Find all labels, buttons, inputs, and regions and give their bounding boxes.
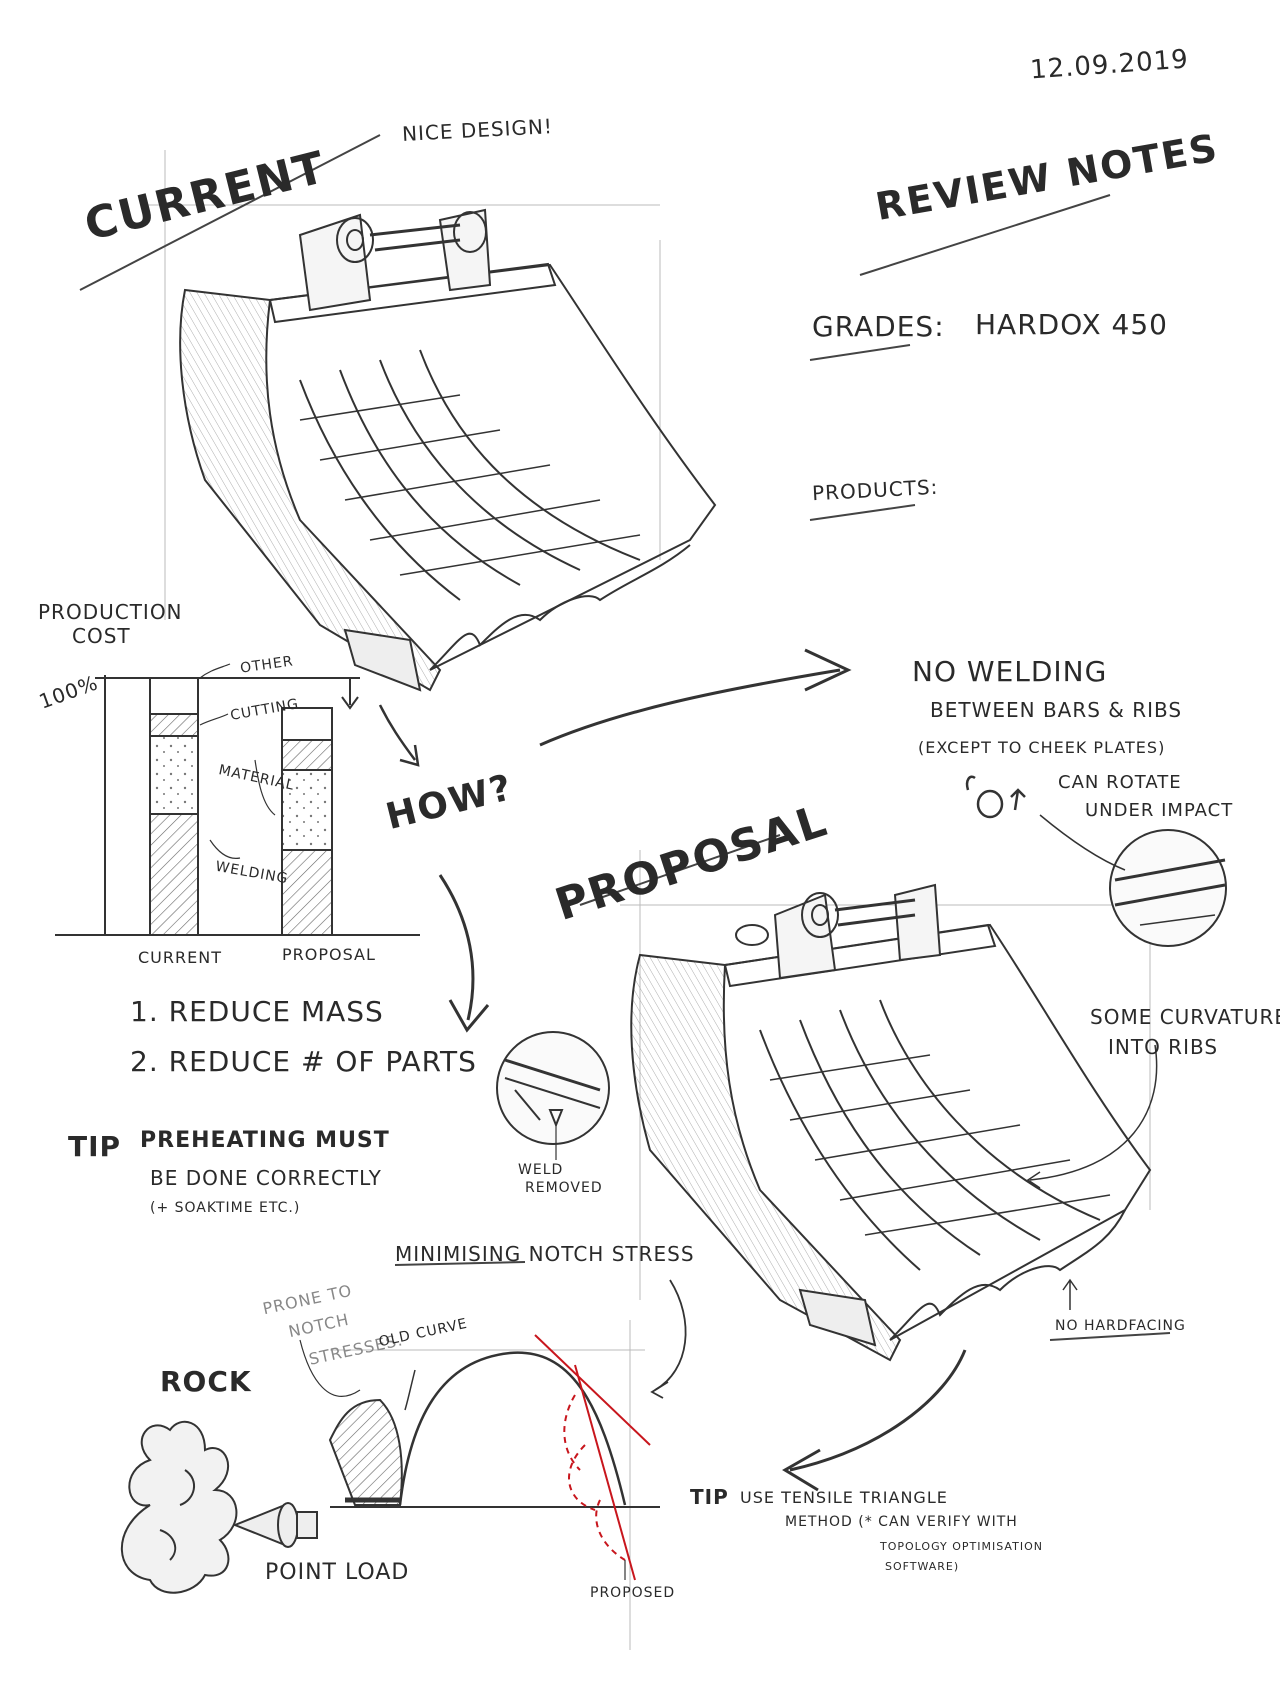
weld-removed-line1: WELD bbox=[518, 1162, 564, 1178]
point-load-sketch bbox=[232, 1502, 318, 1548]
tip2-line1: USE TENSILE TRIANGLE bbox=[740, 1488, 948, 1507]
how-arrows bbox=[378, 648, 967, 1492]
hardfacing-arrow bbox=[1062, 1278, 1078, 1310]
curvature-leader bbox=[1029, 1044, 1158, 1181]
chart-title-line1: PRODUCTION bbox=[38, 600, 183, 624]
welding-note-line3: (EXCEPT TO CHEEK PLATES) bbox=[918, 738, 1166, 757]
chart-title-line2: COST bbox=[72, 624, 131, 648]
tip-label-2: TIP bbox=[690, 1485, 729, 1509]
weld-detail-circle bbox=[496, 1031, 610, 1160]
rotate-note-line2: UNDER IMPACT bbox=[1085, 800, 1234, 821]
chart-category-proposal: PROPOSAL bbox=[282, 945, 376, 964]
current-bucket-sketch bbox=[140, 150, 717, 692]
no-hardfacing-note: NO HARDFACING bbox=[1055, 1318, 1186, 1334]
heading-underlines bbox=[79, 134, 1171, 1341]
curvature-note-line2: INTO RIBS bbox=[1108, 1035, 1219, 1059]
tip1-line2: BE DONE CORRECTLY bbox=[150, 1166, 382, 1190]
grades-value: HARDOX 450 bbox=[975, 308, 1168, 341]
goal-reduce-parts: 2. REDUCE # OF PARTS bbox=[130, 1045, 477, 1078]
grades-label: GRADES: bbox=[812, 310, 945, 343]
rotate-symbol bbox=[965, 775, 1026, 819]
tip2-line2: METHOD (* CAN VERIFY WITH bbox=[785, 1514, 1018, 1530]
tip2-line3: TOPOLOGY OPTIMISATION bbox=[880, 1540, 1043, 1553]
notch-arrow bbox=[654, 1279, 687, 1391]
rotate-detail-circle bbox=[1039, 814, 1227, 947]
rock-sketch bbox=[120, 1420, 238, 1594]
goal-reduce-mass: 1. REDUCE MASS bbox=[130, 995, 384, 1028]
tip1-line3: (+ SOAKTIME ETC.) bbox=[150, 1200, 301, 1216]
tip1-line1: PREHEATING MUST bbox=[140, 1128, 390, 1153]
point-load-label: POINT LOAD bbox=[265, 1560, 410, 1585]
production-cost-chart bbox=[55, 663, 420, 936]
weld-removed-line2: REMOVED bbox=[525, 1180, 603, 1196]
welding-note-line1: NO WELDING bbox=[912, 655, 1108, 688]
rock-label: ROCK bbox=[160, 1365, 252, 1398]
chart-category-current: CURRENT bbox=[138, 948, 222, 967]
tip-label-1: TIP bbox=[68, 1130, 122, 1163]
proposal-bucket-sketch bbox=[620, 850, 1152, 1362]
welding-note-line2: BETWEEN BARS & RIBS bbox=[930, 698, 1183, 722]
tensile-triangle-lines bbox=[534, 1334, 651, 1581]
proposed-label: PROPOSED bbox=[590, 1585, 676, 1601]
rotate-note-line1: CAN ROTATE bbox=[1058, 772, 1182, 793]
notch-title: MINIMISING NOTCH STRESS bbox=[395, 1242, 695, 1266]
curvature-note-line1: SOME CURVATURE bbox=[1090, 1005, 1280, 1029]
notch-diagram bbox=[299, 1320, 660, 1650]
tip2-line4: SOFTWARE) bbox=[885, 1560, 960, 1573]
